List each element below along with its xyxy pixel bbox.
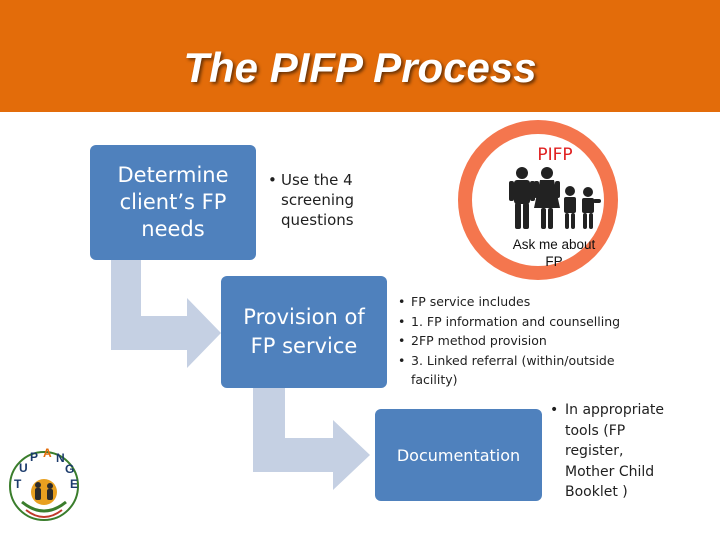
family-icon bbox=[509, 167, 601, 229]
bullet-item: In appropriate tools (FP register, Mothe… bbox=[550, 400, 675, 503]
bullet-item: Use the 4 screening questions bbox=[268, 170, 388, 230]
service-bullets: FP service includes 1. FP information an… bbox=[398, 292, 648, 390]
bullet-item: FP service includes bbox=[398, 292, 648, 312]
documentation-bullets: In appropriate tools (FP register, Mothe… bbox=[550, 400, 675, 503]
bullet-item: 3. Linked referral (within/outside facil… bbox=[398, 351, 648, 390]
bullet-item: 1. FP information and counselling bbox=[398, 312, 648, 332]
step-documentation: Documentation bbox=[375, 409, 542, 501]
tupange-logo-icon: T U P A N G E bbox=[9, 446, 79, 521]
pifp-badge-label: PIFP bbox=[537, 145, 573, 165]
pifp-badge-caption: Ask me about FP bbox=[493, 236, 615, 270]
caption-line: FP bbox=[545, 254, 563, 269]
svg-text:N: N bbox=[56, 451, 65, 465]
svg-text:P: P bbox=[30, 450, 38, 464]
screening-bullets: Use the 4 screening questions bbox=[268, 170, 388, 230]
svg-text:A: A bbox=[43, 446, 52, 460]
bullet-item: 2FP method provision bbox=[398, 331, 648, 351]
slide-title: The PIFP Process bbox=[183, 44, 537, 91]
svg-text:T: T bbox=[14, 477, 22, 491]
svg-text:U: U bbox=[19, 461, 28, 475]
header-banner bbox=[0, 0, 720, 112]
svg-text:E: E bbox=[70, 477, 78, 491]
step-provision: Provision of FP service bbox=[221, 276, 387, 388]
caption-line: Ask me about bbox=[512, 237, 596, 252]
connector-2-to-3 bbox=[253, 388, 370, 490]
step1-line: Determine bbox=[117, 163, 229, 187]
step1-line: needs bbox=[141, 217, 205, 241]
svg-text:G: G bbox=[65, 462, 74, 476]
step1-line: client’s FP bbox=[119, 190, 227, 214]
step3-label: Documentation bbox=[396, 445, 521, 465]
connector-1-to-2 bbox=[111, 260, 221, 368]
step2-line: Provision of bbox=[243, 305, 365, 329]
step2-line: FP service bbox=[250, 334, 358, 358]
step-determine-needs: Determine client’s FP needs bbox=[90, 145, 256, 260]
